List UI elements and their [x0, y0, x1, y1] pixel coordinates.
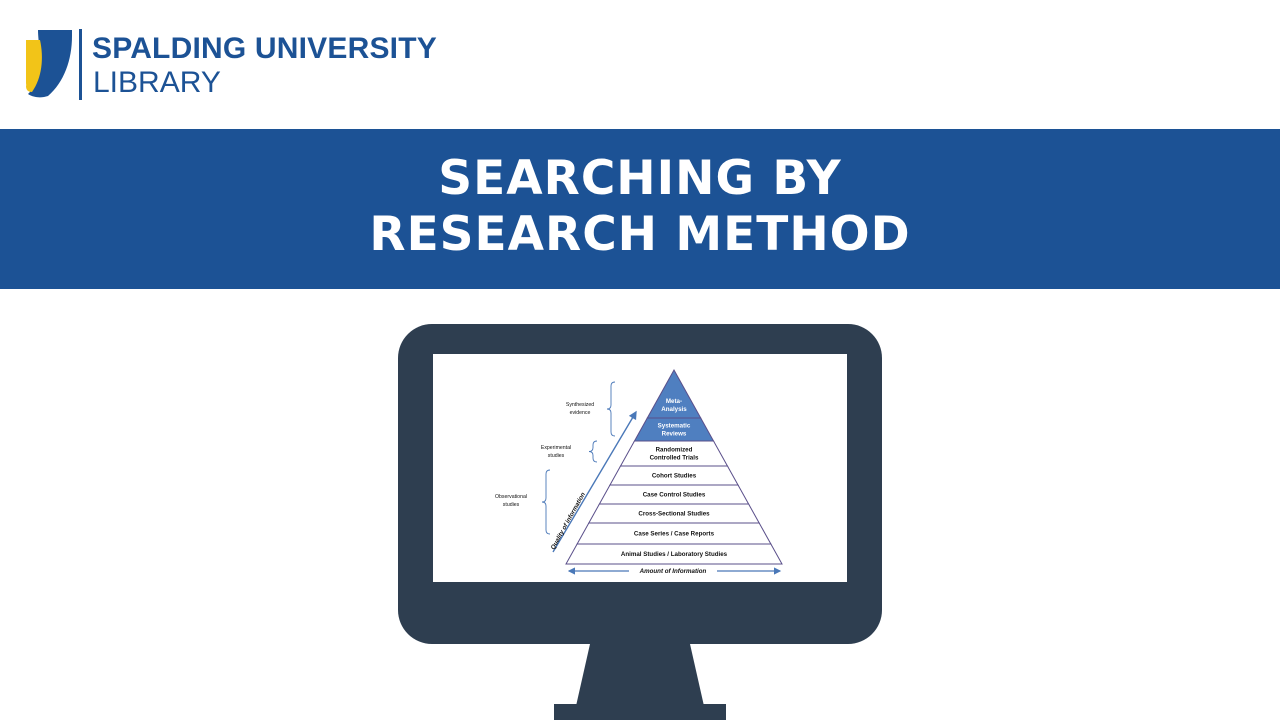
group-bracket-3	[541, 469, 551, 535]
page-title-line2: RESEARCH METHOD	[369, 207, 911, 262]
pyramid-level-label-8: Animal Studies / Laboratory Studies	[621, 551, 728, 558]
pyramid-level-label-5: Case Control Studies	[643, 492, 706, 499]
spalding-logo-icon	[26, 30, 72, 98]
pyramid-level-label-7: Case Series / Case Reports	[634, 531, 715, 538]
header: SPALDING UNIVERSITY LIBRARY	[0, 0, 1280, 129]
group-bracket-1	[606, 381, 616, 437]
pyramid-level-label-6: Cross-Sectional Studies	[638, 511, 710, 518]
title-banner: SEARCHING BY RESEARCH METHOD	[0, 129, 1280, 289]
pyramid-level-label-4: Cohort Studies	[652, 473, 697, 480]
page-title-line1: SEARCHING BY	[438, 151, 842, 206]
pyramid-level-8	[565, 543, 783, 565]
logo-divider	[79, 29, 82, 100]
brand-subtitle: LIBRARY	[93, 66, 221, 99]
amount-axis-label: Amount of Information	[639, 568, 707, 575]
brand-name: SPALDING UNIVERSITY	[92, 32, 437, 65]
quality-arrow	[552, 410, 637, 553]
page-title: SEARCHING BY RESEARCH METHOD	[0, 151, 1280, 263]
group-bracket-2	[588, 440, 598, 463]
pyramid-level-label-1: Meta-Analysis	[661, 398, 687, 413]
